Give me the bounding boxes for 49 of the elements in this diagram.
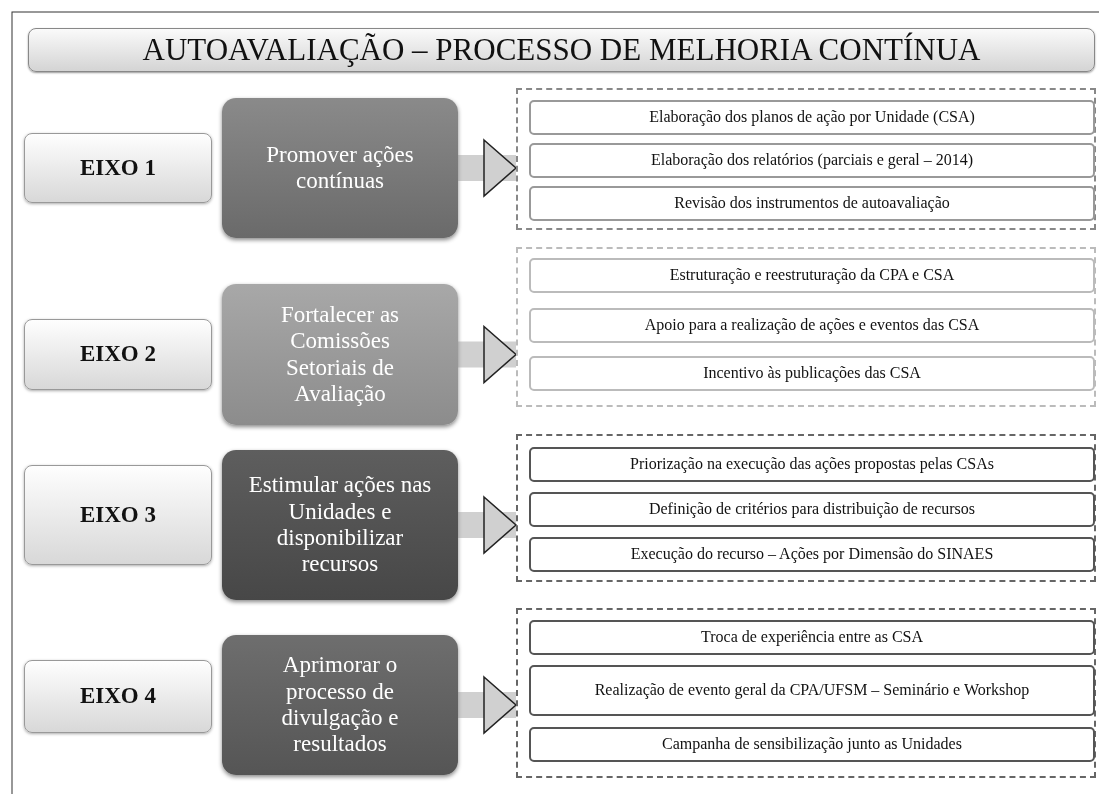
action-box [529, 186, 1095, 221]
goal-box [222, 284, 458, 425]
action-box [529, 727, 1095, 762]
axis-label: EIXO 4 [79, 684, 156, 709]
title-text: AUTOAVALIAÇÃO – PROCESSO DE MELHORIA CONTÍNUA [142, 32, 981, 68]
goal-text: Estimular ações nas Unidades e disponibilizar recursos [248, 472, 432, 578]
block-arrow [458, 496, 517, 554]
goal-box [222, 98, 458, 238]
block-arrow [458, 325, 517, 384]
action-box [529, 258, 1095, 293]
action-text: Elaboração dos relatórios (parciais e geral – 2014) [650, 152, 974, 169]
goal-box [222, 635, 458, 775]
goal-text: Promover ações contínuas [265, 141, 415, 195]
action-box [529, 100, 1095, 135]
dashed-group-frame [516, 608, 1096, 778]
block-arrow [458, 676, 517, 734]
dashed-group-frame [516, 88, 1096, 230]
action-box [529, 537, 1095, 572]
action-text: Incentivo às publicações das CSA [703, 365, 921, 382]
action-text: Campanha de sensibilização junto as Unidades [662, 736, 962, 753]
axis-label-box [24, 133, 212, 203]
action-box [529, 143, 1095, 178]
action-text: Priorização na execução das ações propostas pelas CSAs [630, 456, 994, 473]
dashed-group-frame [516, 247, 1096, 407]
action-box [529, 492, 1095, 527]
axis-label-box [24, 465, 212, 565]
dashed-group-frame [516, 434, 1096, 582]
action-text: Estruturação e reestruturação da CPA e CSA [669, 267, 955, 284]
block-arrow [458, 139, 517, 197]
action-box [529, 447, 1095, 482]
goal-box [222, 450, 458, 600]
axis-label-box [24, 660, 212, 733]
action-text: Revisão dos instrumentos de autoavaliação [674, 195, 950, 212]
action-text: Troca de experiência entre as CSA [701, 629, 923, 646]
goal-text: Fortalecer as Comissões Setoriais de Avaliação [279, 301, 401, 408]
axis-label: EIXO 2 [79, 342, 156, 367]
action-text: Apoio para a realização de ações e eventos das CSA [644, 317, 980, 334]
action-text: Execução do recurso – Ações por Dimensão do SINAES [630, 546, 994, 563]
action-text: Realização de evento geral da CPA/UFSM – Seminário e Workshop [594, 682, 1030, 699]
axis-label: EIXO 1 [79, 155, 156, 181]
goal-text: Aprimorar o processo de divulgação e resultados [280, 652, 400, 758]
axis-label-box [24, 319, 212, 390]
axis-label: EIXO 3 [79, 502, 156, 528]
action-box [529, 356, 1095, 391]
action-box [529, 665, 1095, 716]
action-box [529, 308, 1095, 343]
action-text: Definição de critérios para distribuição de recursos [648, 501, 976, 518]
action-box [529, 620, 1095, 655]
action-text: Elaboração dos planos de ação por Unidade (CSA) [649, 109, 975, 126]
